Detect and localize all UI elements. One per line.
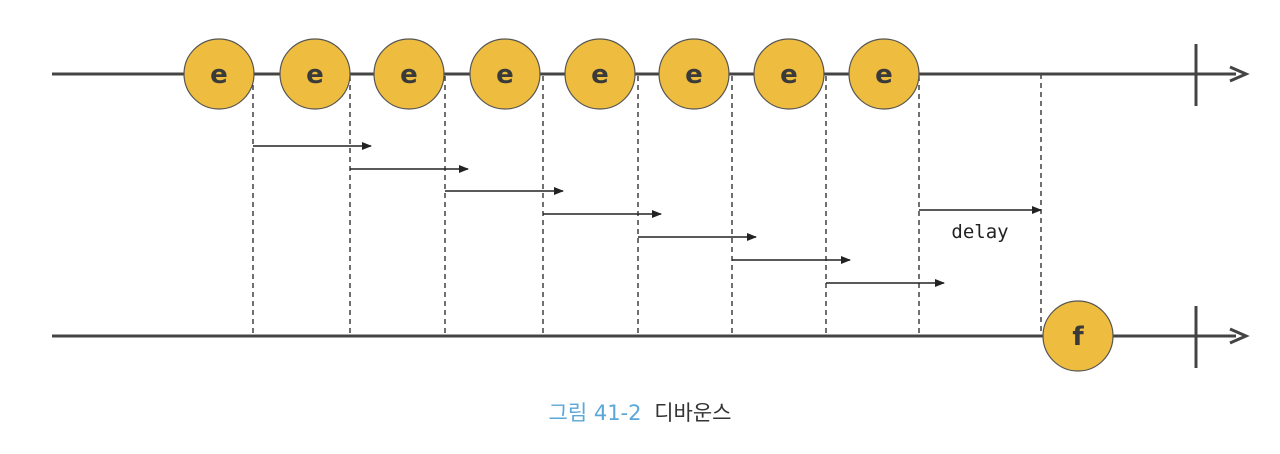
input-timeline-arrowhead <box>1229 65 1250 83</box>
event-node: e <box>753 38 825 110</box>
guide-lines <box>252 74 1042 336</box>
event-label: e <box>591 60 609 90</box>
event-circle <box>848 38 920 110</box>
event-node: e <box>373 38 445 110</box>
delay-arrows <box>253 142 1042 287</box>
event-node: e <box>469 38 541 110</box>
event-label: e <box>210 60 228 90</box>
event-circle <box>183 38 255 110</box>
event-circle <box>658 38 730 110</box>
event-circle <box>373 38 445 110</box>
output-event-label: f <box>1072 322 1084 352</box>
figure-number: 그림 41-2 <box>548 401 642 425</box>
event-node: e <box>564 38 636 110</box>
event-node: e <box>183 38 255 110</box>
event-label: e <box>306 60 324 90</box>
event-circle <box>279 38 351 110</box>
output-events: f <box>1042 300 1114 372</box>
event-circle <box>469 38 541 110</box>
event-label: e <box>875 60 893 90</box>
event-node: e <box>279 38 351 110</box>
delay-label: delay <box>951 221 1008 243</box>
event-label: e <box>400 60 418 90</box>
event-node: e <box>658 38 730 110</box>
event-node: e <box>848 38 920 110</box>
figure-caption: 그림 41-2 디바운스 <box>0 398 1280 428</box>
event-label: e <box>685 60 703 90</box>
output-event-circle <box>1042 300 1114 372</box>
figure-title: 디바운스 <box>654 401 732 425</box>
event-circle <box>564 38 636 110</box>
event-label: e <box>780 60 798 90</box>
output-event-node: f <box>1042 300 1114 372</box>
event-label: e <box>496 60 514 90</box>
output-timeline-arrowhead <box>1229 327 1250 345</box>
output-timeline <box>52 306 1250 368</box>
event-circle <box>753 38 825 110</box>
